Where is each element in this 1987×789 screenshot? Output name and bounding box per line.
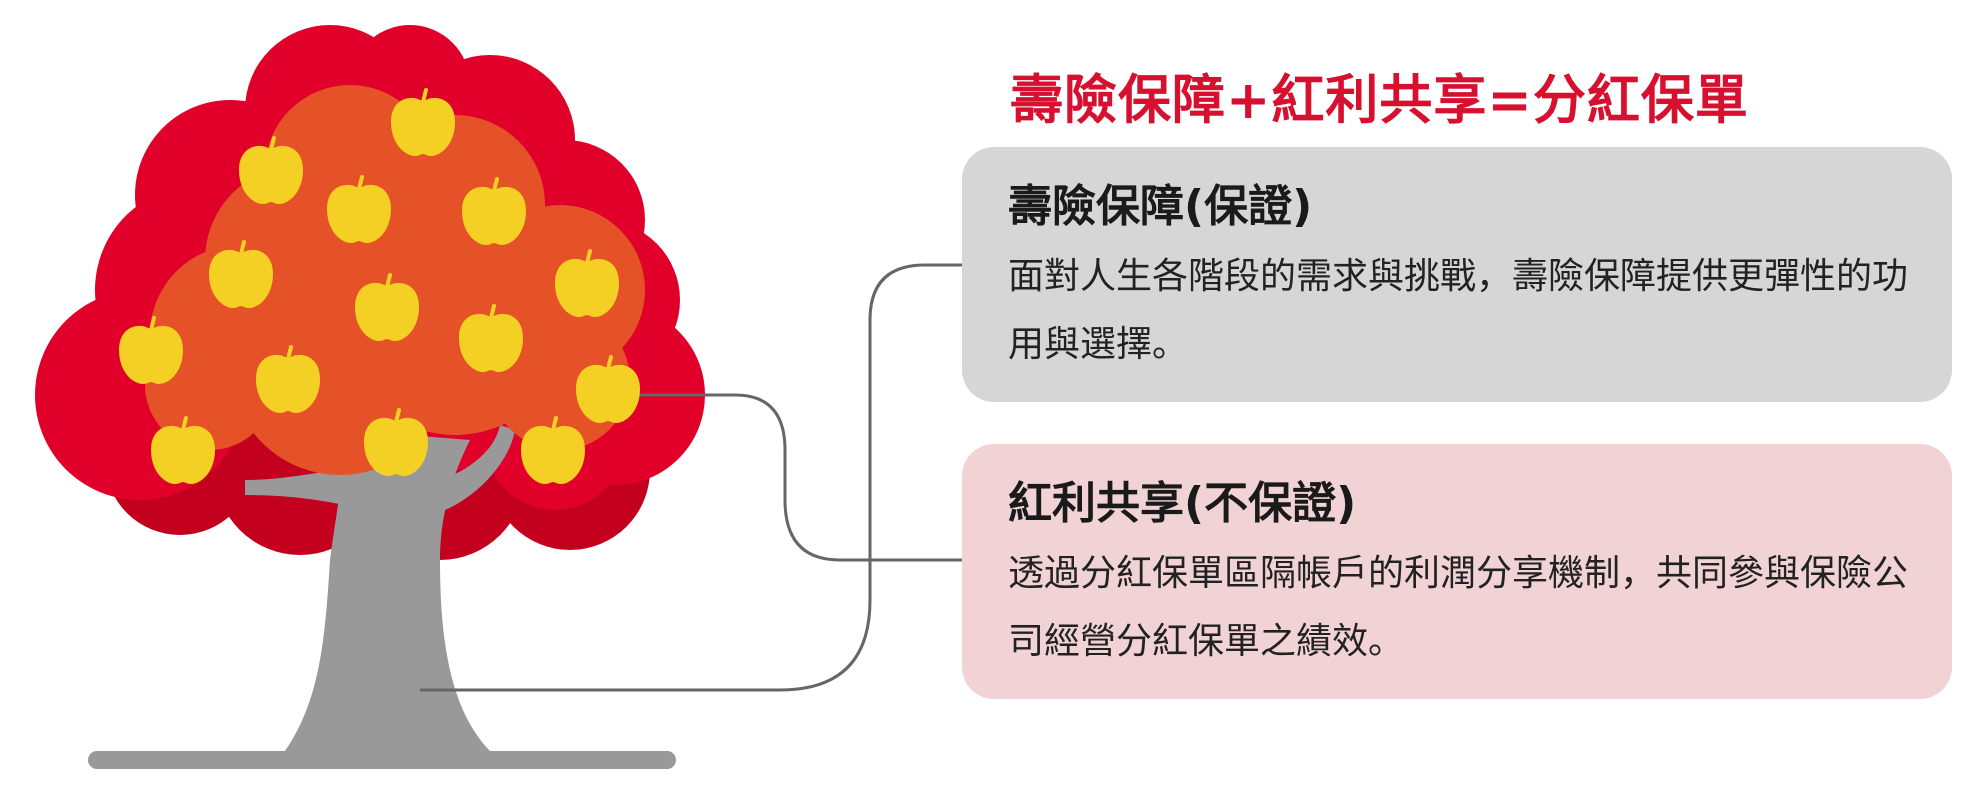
card-guarantee-title: 壽險保障(保證) xyxy=(1008,181,1313,232)
card-dividend: 紅利共享(不保證) 透過分紅保單區隔帳戶的利潤分享機制，共同參與保險公司經營分紅… xyxy=(962,444,1952,699)
tree-branch-right xyxy=(440,425,515,510)
card-guarantee: 壽險保障(保證) 面對人生各階段的需求與挑戰，壽險保障提供更彈性的功用與選擇。 xyxy=(962,147,1952,402)
connector-guarantee xyxy=(420,263,962,692)
card-dividend-title: 紅利共享(不保證) xyxy=(1008,478,1357,529)
card-dividend-body: 透過分紅保單區隔帳戶的利潤分享機制，共同參與保險公司經營分紅保單之績效。 xyxy=(1008,553,1909,662)
tree-trunk xyxy=(285,430,490,751)
connector-dividend xyxy=(620,393,962,562)
headline: 壽險保障+紅利共享=分紅保單 xyxy=(1010,70,1749,131)
tree-branch-left xyxy=(245,470,350,505)
ground-line xyxy=(88,751,676,769)
card-guarantee-body: 面對人生各階段的需求與挑戰，壽險保障提供更彈性的功用與選擇。 xyxy=(1008,256,1909,365)
